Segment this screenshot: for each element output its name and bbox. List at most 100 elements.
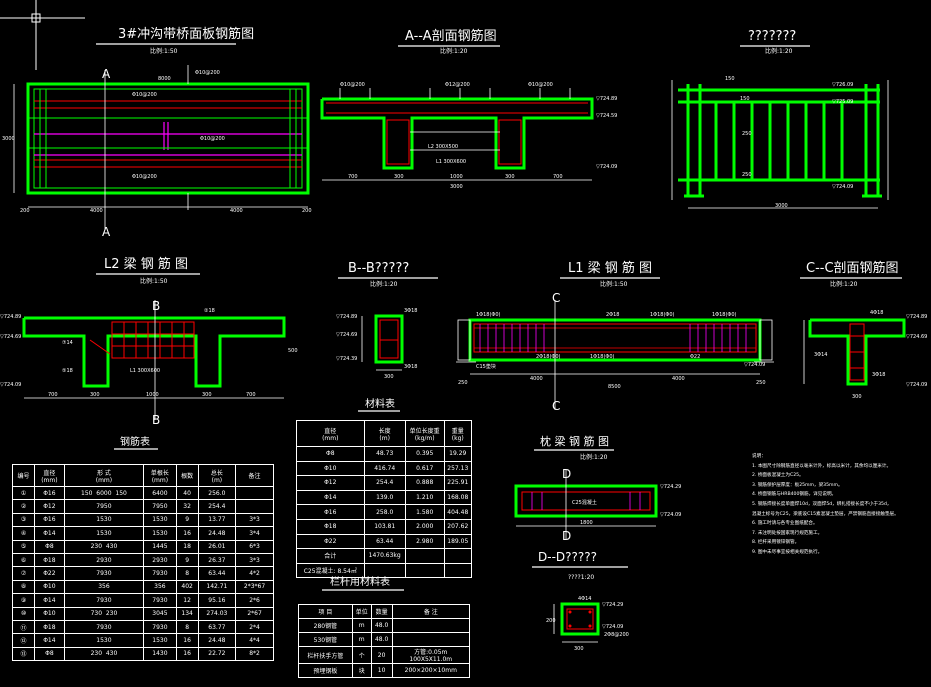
bb-width: 300 [384, 374, 394, 380]
steel-cell: Φ12 [34, 499, 65, 514]
steel-cell: 7930 [143, 619, 177, 635]
rail-width: 3000 [775, 203, 788, 209]
note-line: 8. 栏杆采用镀锌钢管。 [752, 540, 800, 546]
note-line: 1. 本图尺寸除钢筋直径以毫米计外，标高以米计，其余均以厘米计。 [752, 463, 892, 469]
steel-cell: 24.48 [197, 633, 237, 648]
cc-elev-3: ▽724.09 [906, 382, 927, 388]
l1-dim-3: 4000 [672, 376, 685, 382]
material-cell: 254.4 [363, 475, 406, 491]
material-cell: 合计 [296, 548, 365, 564]
l1-top-4: 1Φ18(Φ0) [712, 312, 737, 318]
material-cell: 257.13 [443, 460, 473, 477]
crosshair-icon [0, 0, 85, 70]
end-width: 1800 [580, 520, 593, 526]
material-cell: 2.000 [404, 518, 445, 535]
material-cell: 1.580 [404, 504, 445, 520]
steel-cell: 26.01 [197, 539, 237, 554]
material-cell: 189.05 [443, 533, 473, 550]
dd-height: 200 [546, 618, 556, 624]
l1-elev: ▽724.09 [744, 362, 765, 368]
rail-cell [391, 632, 471, 647]
rail-cell: 48.0 [370, 618, 393, 633]
steel-cell: ⑧ [11, 579, 36, 595]
steel-cell: 1530 [63, 526, 145, 541]
steel-cell: 230 430 [63, 539, 145, 554]
end-elev-2: ▽724.09 [660, 512, 681, 518]
material-row: C25混凝土: 8.54㎡ [296, 562, 473, 579]
l1-pad: C15垫块 [476, 363, 496, 370]
steel-cell: ⑦ [11, 566, 36, 581]
cc-rebar-2: 3Φ14 [814, 352, 827, 358]
steel-header-1: 直径 (mm) [34, 464, 65, 487]
l2-beam-label: L1 300X600 [130, 368, 160, 374]
l2-dim-2: 300 [90, 392, 100, 398]
steel-cell: 1445 [143, 539, 177, 554]
steel-cell: 16 [175, 526, 199, 541]
steel-cell [235, 485, 274, 501]
cc-width: 300 [852, 394, 862, 400]
steel-cell: 26.37 [197, 552, 237, 568]
steel-cell: 3045 [143, 606, 177, 621]
rail-cell: 方管:0.05m 100X5X11.0m [391, 646, 471, 664]
aa-section [320, 97, 594, 170]
steel-cell: 6*3 [235, 539, 274, 554]
steel-cell: 2*4 [235, 619, 274, 635]
bb-elev-3: ▽724.39 [336, 356, 357, 362]
steel-cell: 3*3 [235, 552, 274, 568]
material-cell: 168.08 [443, 489, 473, 506]
steel-cell: Φ14 [34, 593, 65, 608]
steel-cell: 3*4 [235, 526, 274, 541]
bb-scale: 比例:1:20 [370, 280, 398, 288]
steel-cell: 1530 [143, 526, 177, 541]
steel-cell: ① [11, 485, 36, 501]
dd-elev-1: ▽724.29 [602, 602, 623, 608]
steel-cell: Φ10 [34, 579, 65, 595]
design-notes: 说明：1. 本图尺寸除钢筋直径以毫米计外，标高以米计，其余均以厘米计。2. 桥面… [752, 452, 922, 558]
material-cell [404, 548, 445, 564]
rail-cell [391, 618, 471, 633]
material-cell: 404.48 [443, 504, 473, 520]
steel-cell: ③ [11, 512, 36, 528]
steel-cell: 402 [175, 579, 199, 595]
material-cell: Φ12 [296, 475, 365, 491]
steel-cell: 7930 [63, 619, 145, 635]
material-cell [404, 562, 445, 579]
steel-cell: 24.48 [197, 526, 237, 541]
cc-title: C--C剖面钢筋图 [806, 260, 899, 276]
rail-note-4: 250 [742, 172, 752, 178]
steel-header-0: 编号 [11, 464, 36, 487]
steel-title: 钢筋表 [120, 435, 150, 448]
steel-cell: Φ16 [34, 512, 65, 528]
dd-section [553, 602, 600, 643]
material-cell [443, 548, 473, 564]
note-line: 4. 桥面钢筋与HRB400钢筋，详见说明。 [752, 492, 837, 498]
steel-cell: 7930 [63, 566, 145, 581]
material-cell: 416.74 [363, 460, 406, 477]
material-cell: 0.888 [404, 475, 445, 491]
steel-cell: 2*3*67 [235, 579, 274, 595]
material-cell: Φ8 [296, 446, 365, 462]
steel-cell: ⑨ [11, 593, 36, 608]
note-line: 说明： [752, 454, 766, 459]
aa-elev-3: ▽724.09 [596, 164, 617, 170]
cc-rebar-1: 4Φ18 [870, 310, 883, 316]
material-cell: Φ18 [296, 518, 365, 535]
aa-title: A--A剖面钢筋图 [405, 28, 497, 44]
steel-cell: ④ [11, 526, 36, 541]
material-cell: C25混凝土: 8.54㎡ [296, 562, 365, 579]
material-cell: 103.81 [363, 518, 406, 535]
material-cell: 63.44 [363, 533, 406, 550]
aa-scale: 比例:1:20 [440, 47, 468, 55]
steel-cell: 7930 [143, 566, 177, 581]
